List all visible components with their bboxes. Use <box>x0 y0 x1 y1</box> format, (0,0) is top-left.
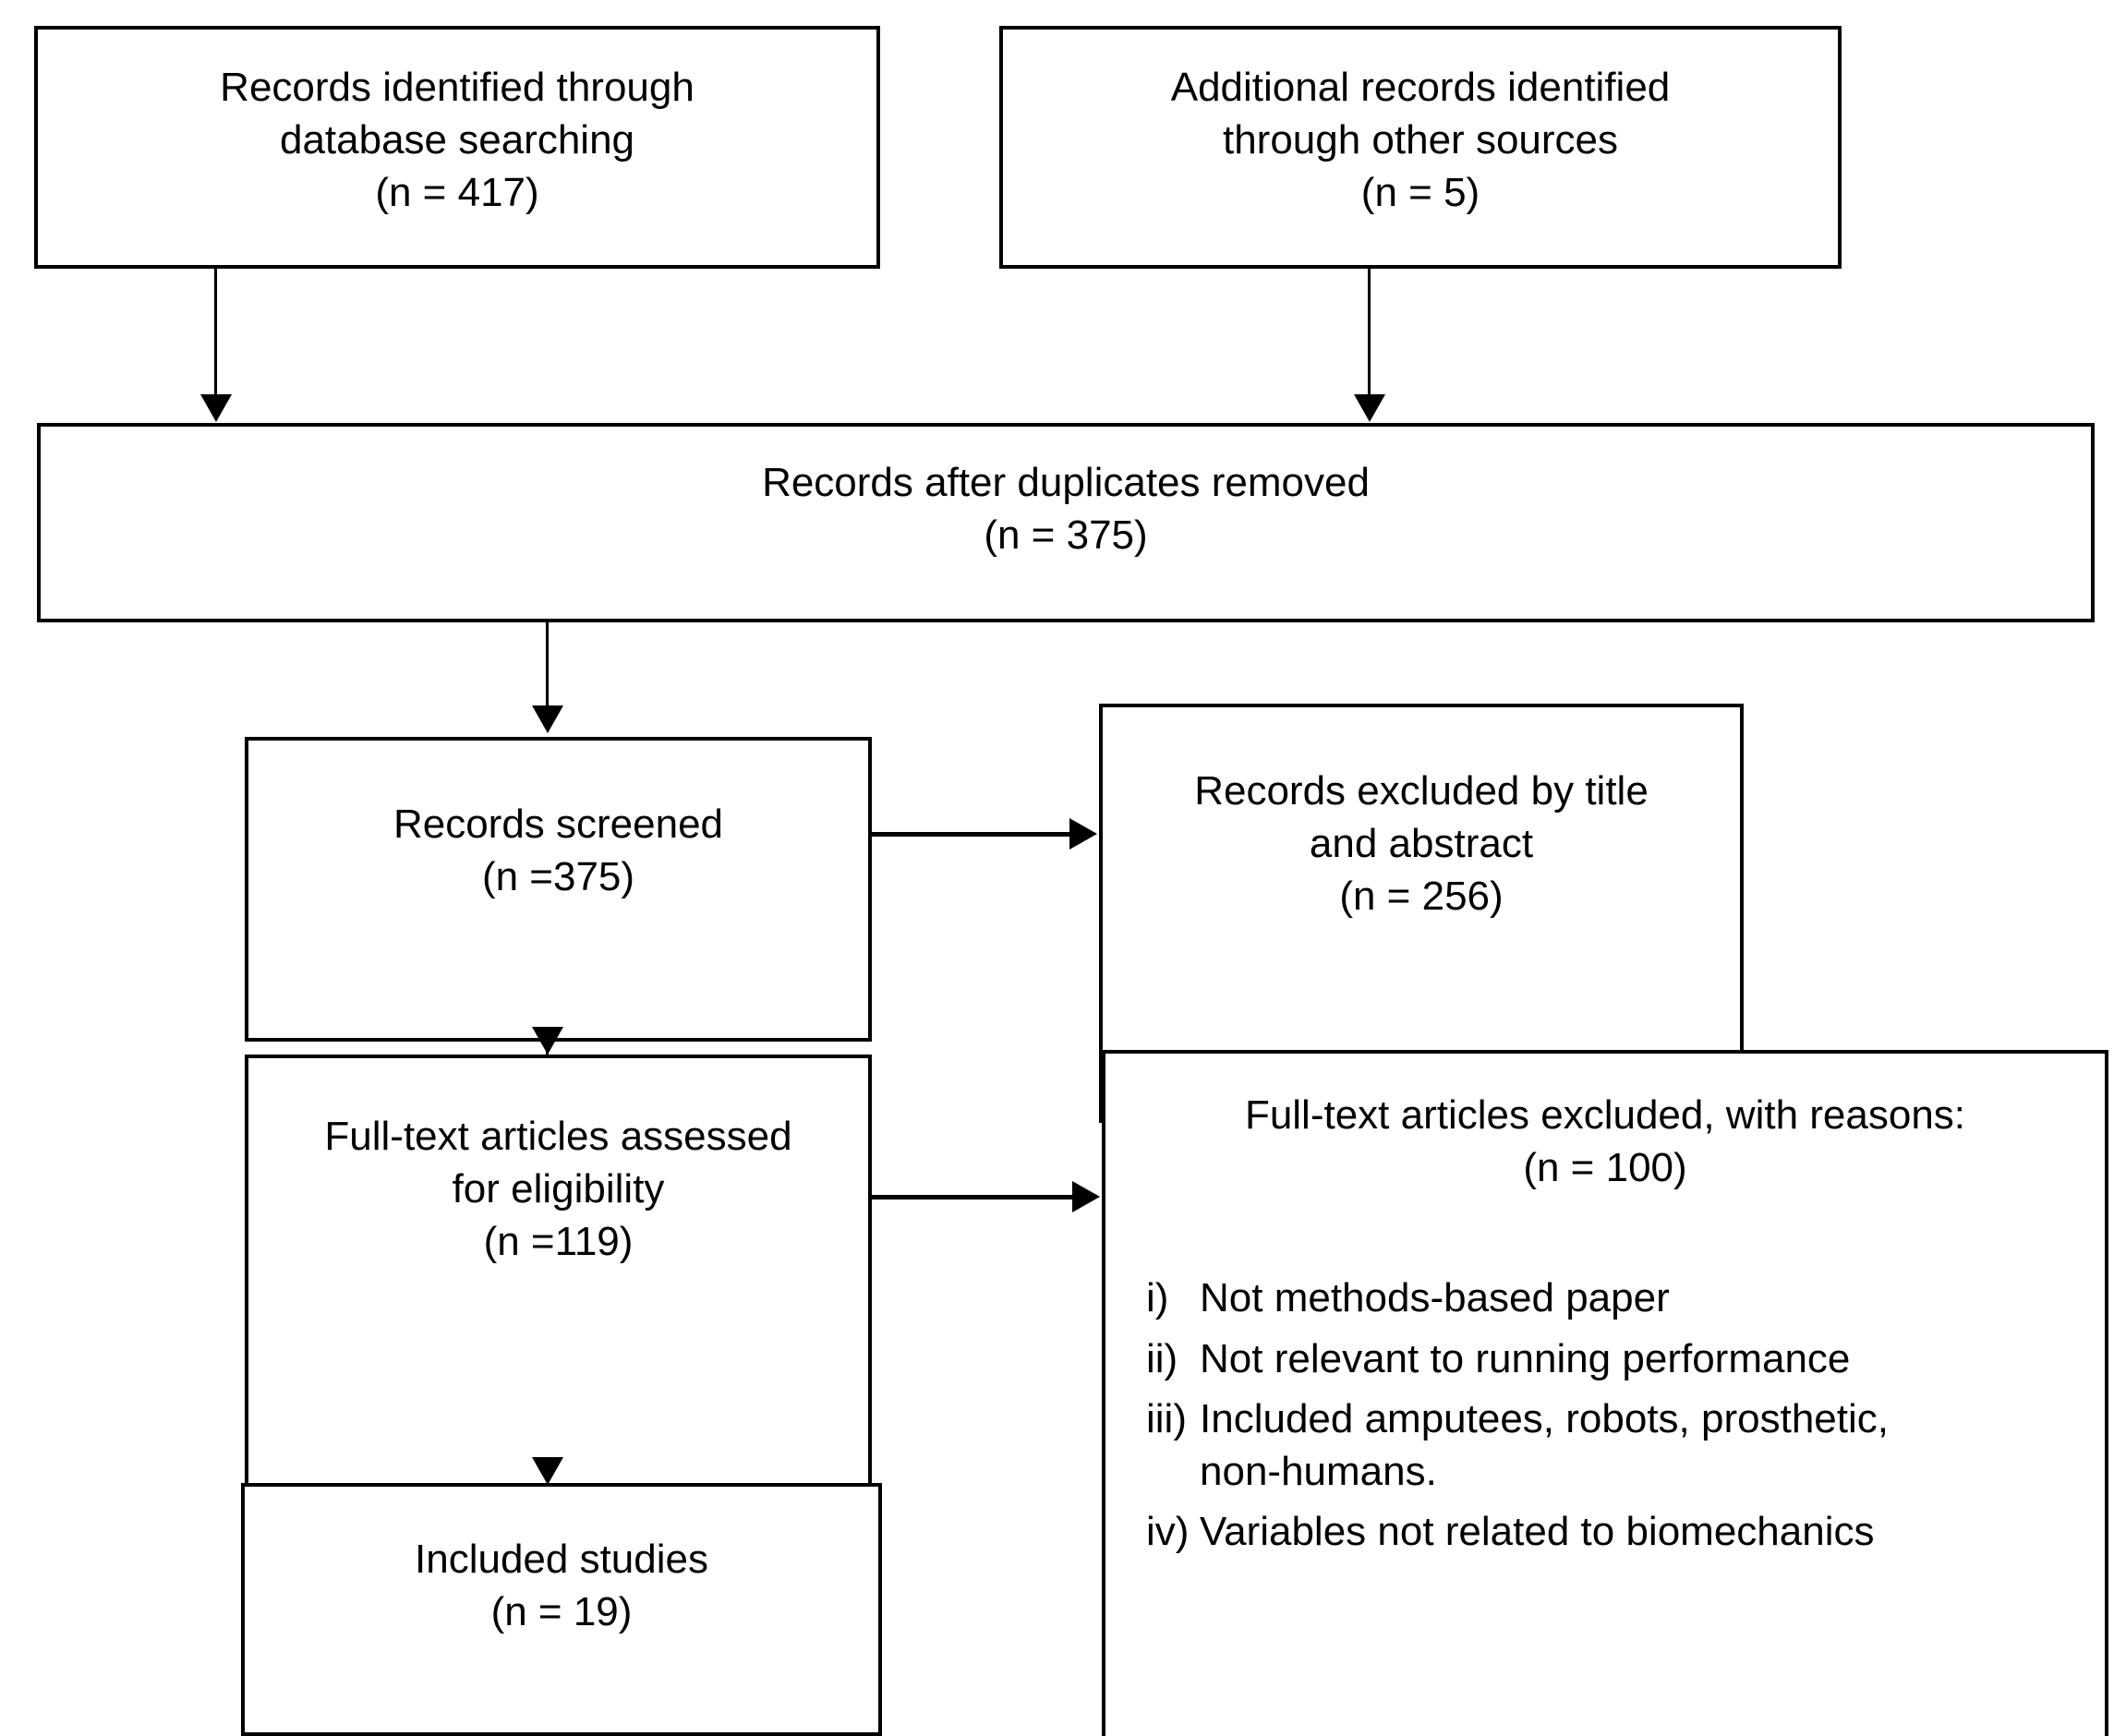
node-line: Included studies <box>415 1537 708 1582</box>
list-text: Included amputees, robots, prosthetic, n… <box>1200 1395 1889 1494</box>
arrowhead-screened-to-excluded-title-abstract <box>1069 818 1097 850</box>
list-item: iv) Variables not related to biomechanic… <box>1146 1505 2105 1558</box>
excluded-reasons-list: i) Not methods-based paper ii) Not relev… <box>1105 1264 2105 1558</box>
connector-db-search-to-duplicates <box>214 269 217 396</box>
list-text: Not relevant to running performance <box>1200 1335 1851 1381</box>
node-line: and abstract <box>1309 821 1534 867</box>
node-count: (n = 19) <box>490 1589 633 1635</box>
arrowhead-duplicates-to-screened <box>532 705 563 733</box>
list-item: i) Not methods-based paper <box>1146 1272 2105 1324</box>
arrowhead-db-search-to-duplicates <box>200 394 232 422</box>
node-line: Additional records identified <box>1170 65 1671 110</box>
node-count: (n = 5) <box>1360 170 1480 216</box>
excluded-reasons-heading: Full-text articles excluded, with reason… <box>1105 1089 2105 1194</box>
node-line: for eligibility <box>452 1166 665 1212</box>
node-count: (n =119) <box>483 1219 634 1265</box>
node-count: (n = 375) <box>984 512 1148 559</box>
node-records-after-duplicates-removed: Records after duplicates removed (n = 37… <box>37 423 2095 622</box>
node-line: Records excluded by title <box>1194 768 1649 814</box>
spacer <box>1105 1194 2105 1264</box>
node-records-identified-database: Records identified through database sear… <box>34 26 880 269</box>
list-text: Not methods-based paper <box>1200 1275 1670 1321</box>
list-marker: iii) <box>1146 1395 1187 1441</box>
node-line: through other sources <box>1222 117 1619 163</box>
list-marker: iv) <box>1146 1509 1190 1555</box>
arrowhead-other-sources-to-duplicates <box>1354 394 1385 422</box>
node-records-screened: Records screened (n =375) <box>245 737 872 1042</box>
connector-fulltext-to-excluded-reasons <box>872 1195 1074 1200</box>
list-text: Variables not related to biomechanics <box>1200 1509 1875 1555</box>
list-marker: i) <box>1146 1275 1169 1321</box>
node-count: (n = 100) <box>1523 1145 1687 1191</box>
node-line: database searching <box>279 117 635 163</box>
list-marker: ii) <box>1146 1335 1178 1381</box>
connector-other-sources-to-duplicates <box>1368 269 1371 396</box>
node-records-identified-other-sources: Additional records identified through ot… <box>999 26 1842 269</box>
node-fulltext-articles-assessed: Full-text articles assessed for eligibil… <box>245 1055 872 1500</box>
list-item: iii) Included amputees, robots, prosthet… <box>1146 1392 2105 1498</box>
node-included-studies: Included studies (n = 19) <box>241 1483 882 1736</box>
node-line: Records screened <box>393 802 724 847</box>
node-line: Full-text articles assessed <box>324 1114 792 1159</box>
connector-screened-to-excluded-title-abstract <box>872 832 1071 837</box>
node-count: (n =375) <box>481 854 635 900</box>
node-line: Records after duplicates removed <box>762 460 1370 505</box>
connector-duplicates-to-screened <box>546 622 549 707</box>
node-line: Full-text articles excluded, with reason… <box>1244 1092 1966 1138</box>
node-line: Records identified through <box>220 65 695 110</box>
node-fulltext-articles-excluded-reasons: Full-text articles excluded, with reason… <box>1102 1050 2108 1736</box>
arrowhead-fulltext-to-included <box>532 1457 563 1485</box>
node-count: (n = 417) <box>375 170 539 216</box>
node-count: (n = 256) <box>1339 874 1504 920</box>
list-item: ii) Not relevant to running performance <box>1146 1332 2105 1385</box>
arrowhead-fulltext-to-excluded-reasons <box>1072 1181 1100 1212</box>
arrowhead-screened-to-fulltext <box>532 1027 563 1055</box>
